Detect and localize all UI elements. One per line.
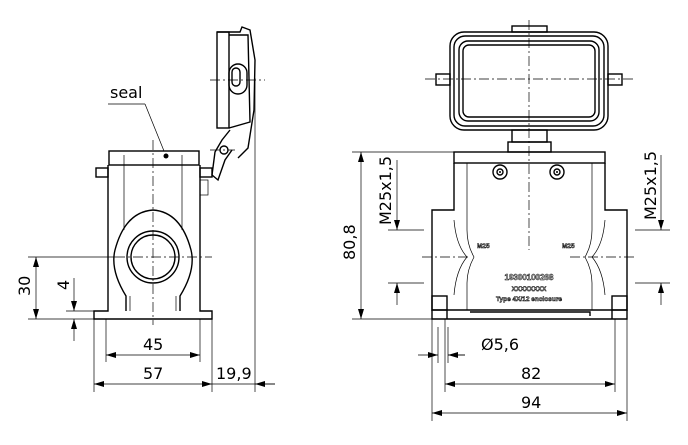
dim-82: 82 xyxy=(521,364,541,383)
thread-right-label: M25x1,5 xyxy=(641,151,660,220)
seal-point xyxy=(163,153,169,159)
port-right-mark: M25 xyxy=(562,243,575,250)
side-body xyxy=(93,140,213,325)
thread-left-label: M25x1,5 xyxy=(376,156,395,225)
seal-label: seal xyxy=(110,83,142,102)
side-lid xyxy=(210,26,265,182)
front-body: M25 M25 19300100268 XXXXXXXX Type 4X/12 … xyxy=(422,20,636,320)
dim-4: 4 xyxy=(54,280,73,290)
port-left-mark: M25 xyxy=(477,243,490,250)
dim-80-8: 80,8 xyxy=(340,224,359,260)
enclosure-type: Type 4X/12 enclosure xyxy=(496,296,562,303)
bolt-right xyxy=(549,164,565,180)
front-view: M25 M25 19300100268 XXXXXXXX Type 4X/12 … xyxy=(340,20,670,421)
bolt-left xyxy=(492,164,508,180)
dim-30: 30 xyxy=(15,276,34,296)
part-number: 19300100268 xyxy=(505,273,554,282)
side-view: seal 30 4 45 57 19,9 xyxy=(15,26,275,392)
serial-number: XXXXXXXX xyxy=(512,286,547,293)
dim-57: 57 xyxy=(143,364,163,383)
dim-19-9: 19,9 xyxy=(216,364,252,383)
dim-hole-diameter: Ø5,6 xyxy=(481,335,519,354)
dim-45: 45 xyxy=(143,335,163,354)
dim-94: 94 xyxy=(521,393,541,412)
